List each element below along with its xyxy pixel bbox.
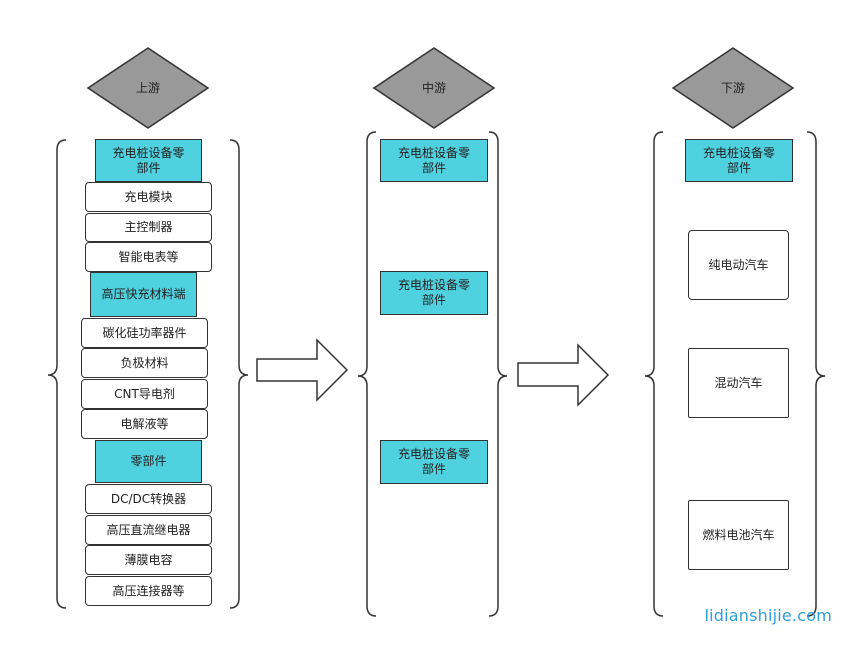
- downstream-left-brace: [644, 131, 664, 617]
- downstream-item-bev: 纯电动汽车: [688, 230, 789, 300]
- upstream-item-charging-module: 充电模块: [85, 182, 212, 212]
- downstream-diamond: [671, 47, 795, 129]
- watermark: lidianshijie.com: [704, 606, 832, 625]
- upstream-item-cnt-agent: CNT导电剂: [81, 379, 208, 409]
- upstream-item-sic-device: 碳化硅功率器件: [81, 318, 208, 348]
- midstream-item-1: 充电桩设备零部件: [380, 139, 488, 182]
- upstream-item-dcdc: DC/DC转换器: [85, 484, 212, 514]
- midstream-item-2: 充电桩设备零部件: [380, 271, 488, 315]
- downstream-item-hybrid: 混动汽车: [688, 348, 789, 418]
- upstream-right-brace: [229, 139, 249, 609]
- midstream-left-brace: [357, 131, 377, 617]
- upstream-item-hv-relay: 高压直流继电器: [85, 515, 212, 545]
- midstream-label: 中游: [421, 81, 446, 95]
- midstream-right-brace: [488, 131, 508, 617]
- arrow-right-1: [256, 338, 349, 402]
- upstream-item-electrolyte: 电解液等: [81, 409, 208, 439]
- upstream-item-anode-material: 负极材料: [81, 348, 208, 378]
- upstream-item-main-controller: 主控制器: [85, 213, 212, 242]
- downstream-title: 充电桩设备零部件: [685, 139, 793, 182]
- upstream-group3-title: 零部件: [95, 440, 202, 483]
- upstream-group2-title: 高压快充材料端: [90, 272, 197, 317]
- upstream-group1-title: 充电桩设备零部件: [95, 139, 202, 182]
- downstream-right-brace: [806, 131, 826, 617]
- midstream-item-3: 充电桩设备零部件: [380, 440, 488, 484]
- upstream-left-brace: [47, 139, 67, 609]
- midstream-diamond: [372, 47, 496, 129]
- upstream-item-hv-connector: 高压连接器等: [85, 576, 212, 606]
- arrow-right-2: [517, 343, 610, 407]
- upstream-diamond: [86, 47, 210, 129]
- upstream-item-smart-meter: 智能电表等: [85, 242, 212, 272]
- upstream-item-film-capacitor: 薄膜电容: [85, 545, 212, 575]
- downstream-label: 下游: [720, 81, 745, 95]
- upstream-label: 上游: [135, 81, 160, 95]
- downstream-item-fuel-cell: 燃料电池汽车: [688, 500, 789, 570]
